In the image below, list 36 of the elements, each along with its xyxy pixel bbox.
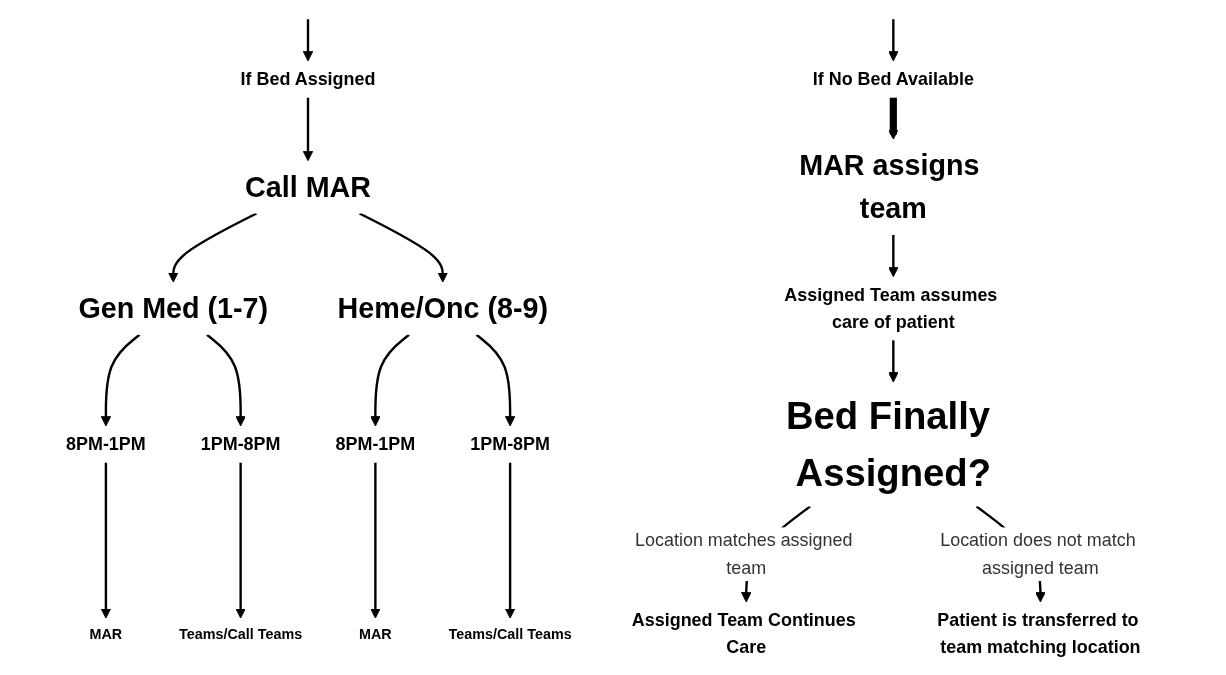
- node-text: MAR: [89, 625, 123, 643]
- node-text: Gen Med (1-7): [78, 291, 269, 325]
- arrow: [888, 97, 899, 140]
- arrow: [235, 462, 246, 619]
- arrow: [370, 462, 381, 619]
- node-text: Assigned Team assumes care of patient: [784, 283, 998, 332]
- arrow: [100, 462, 112, 619]
- node-text: 1PM-8PM: [200, 433, 281, 454]
- edge-label: Location does not match assigned team: [940, 529, 1136, 577]
- node-text: If No Bed Available: [812, 68, 974, 89]
- node-text: Heme/Onc (8-9): [337, 291, 549, 325]
- node-text: Assigned Team Continues Care: [631, 609, 856, 657]
- node-text: Teams/Call Teams: [448, 625, 572, 643]
- arrow: [302, 19, 314, 62]
- node-text: MAR: [359, 625, 392, 643]
- arrow: [302, 97, 314, 162]
- node-text: Patient is transferred to team matching location: [937, 609, 1141, 657]
- node-text: MAR assigns team: [799, 148, 980, 225]
- arrow: [168, 212, 257, 283]
- node-text: 1PM-8PM: [470, 433, 550, 454]
- arrow: [359, 212, 448, 283]
- edge-label: Location matches assigned team: [635, 529, 853, 577]
- arrow: [206, 333, 246, 427]
- arrow: [475, 333, 516, 427]
- arrow: [100, 333, 141, 427]
- arrow: [888, 234, 899, 278]
- arrow: [370, 333, 410, 427]
- arrow: [504, 462, 516, 619]
- arrow: [888, 19, 899, 62]
- node-text: Teams/Call Teams: [179, 625, 303, 643]
- node-text: 8PM-1PM: [66, 433, 146, 454]
- arrow: [888, 340, 899, 383]
- node-text: Bed Finally Assigned?: [785, 394, 992, 495]
- node-text: 8PM-1PM: [335, 433, 416, 454]
- node-text: If Bed Assigned: [240, 68, 376, 89]
- node-text: Call MAR: [245, 170, 371, 203]
